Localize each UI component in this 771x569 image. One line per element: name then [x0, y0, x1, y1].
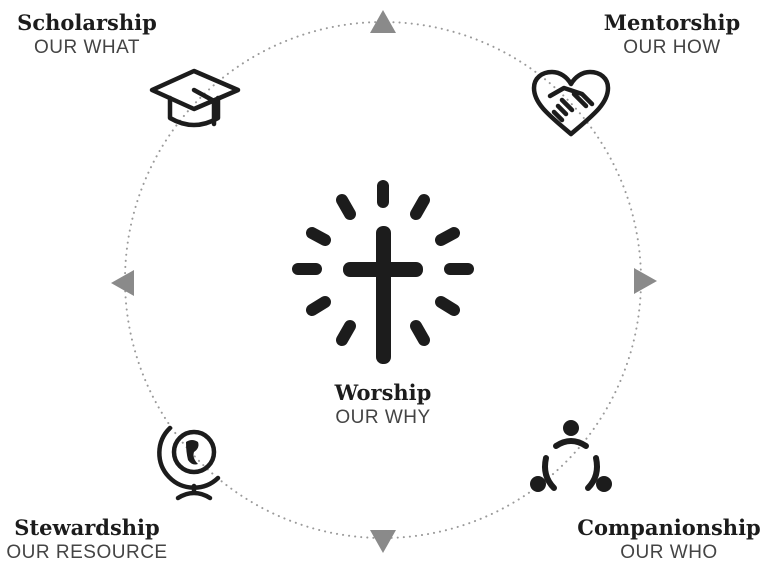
center-title: Worship	[334, 380, 432, 405]
arrow-bottom	[370, 530, 396, 553]
arrow-left	[111, 270, 134, 296]
stewardship-subtitle: OUR RESOURCE	[6, 542, 168, 563]
center-label: Worship OUR WHY	[298, 382, 468, 427]
mentorship-title: Mentorship	[603, 10, 741, 35]
mentorship-label: Mentorship OUR HOW	[582, 12, 762, 57]
stewardship-label: Stewardship OUR RESOURCE	[2, 517, 172, 562]
globe-icon	[157, 425, 221, 501]
companionship-subtitle: OUR WHO	[620, 542, 718, 563]
arrow-right	[634, 268, 657, 294]
cross-icon	[292, 180, 474, 364]
companionship-title: Companionship	[577, 515, 761, 540]
scholarship-label: Scholarship OUR WHAT	[2, 12, 172, 57]
scholarship-subtitle: OUR WHAT	[33, 37, 141, 58]
arrow-top	[370, 10, 396, 33]
scholarship-title: Scholarship	[17, 10, 157, 35]
people-circle-icon	[530, 420, 612, 492]
center-subtitle: OUR WHY	[335, 407, 431, 428]
mentorship-subtitle: OUR HOW	[623, 37, 721, 58]
graduation-cap-icon	[149, 68, 241, 128]
stewardship-title: Stewardship	[14, 515, 160, 540]
heart-handshake-icon	[531, 69, 611, 137]
companionship-label: Companionship OUR WHO	[570, 517, 768, 562]
